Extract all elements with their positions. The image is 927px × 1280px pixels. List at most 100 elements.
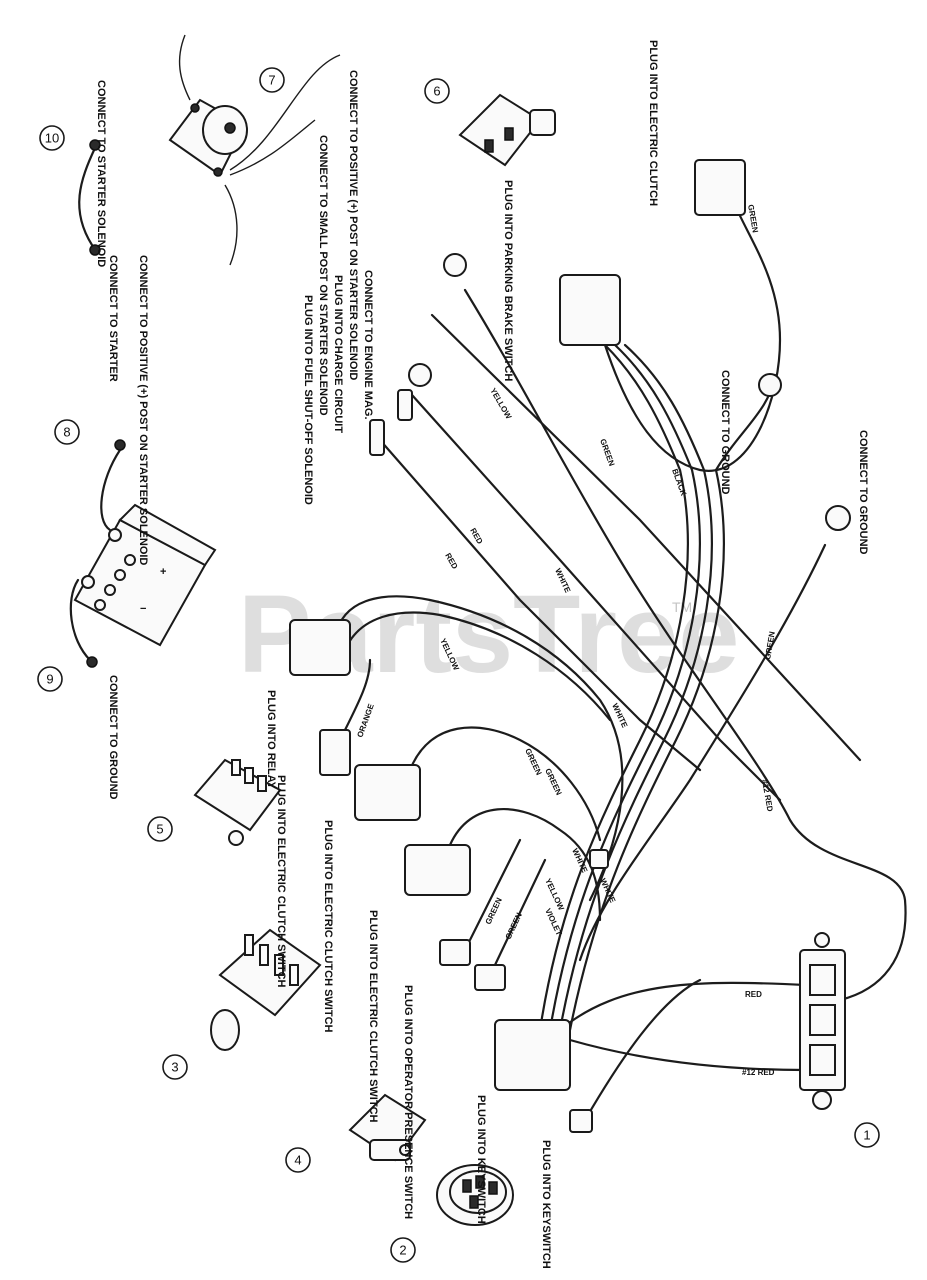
callout-2: 2	[399, 1243, 406, 1258]
battery: + −	[73, 503, 217, 647]
callout-10: 10	[45, 131, 59, 146]
label-plug-clutch-switch-1: PLUG INTO ELECTRIC CLUTCH SWITCH	[275, 775, 287, 988]
wire-yellow-top	[430, 313, 862, 762]
wire-label-red12-b: #12 RED	[742, 1068, 775, 1077]
wire-keyswitch-2	[583, 978, 702, 1122]
clutch-switch-connector-2	[404, 844, 471, 896]
wire-orange	[343, 658, 372, 732]
wire-red-engine	[410, 393, 782, 802]
label-battery-positive-post: CONNECT TO POSITIVE (+) POST ON STARTER …	[137, 255, 149, 565]
leader-positive-post	[229, 54, 341, 171]
terminal-8	[114, 439, 126, 451]
label-connect-to-ground-top: CONNECT TO GROUND	[719, 370, 731, 495]
battery-minus: −	[140, 603, 146, 615]
label-connect-to-starter: CONNECT TO STARTER	[107, 255, 119, 382]
ring-terminal-2	[408, 363, 432, 387]
label-electric-clutch-top: PLUG INTO ELECTRIC CLUTCH	[647, 40, 659, 206]
parking-brake-connector	[559, 274, 621, 346]
keyswitch-connector	[494, 1019, 571, 1091]
wire-loop-relay-2	[343, 611, 612, 722]
wire-label-green-6: GREEN	[746, 204, 760, 234]
wire-starter-10	[78, 146, 97, 247]
wire-label-orange: ORANGE	[355, 702, 376, 739]
terminal-10-bottom	[89, 244, 101, 256]
label-connect-engine-mag: CONNECT TO ENGINE MAG.	[362, 270, 374, 420]
label-keyswitch-1: PLUG INTO KEYSWITCH	[475, 1095, 487, 1224]
callout-3: 3	[171, 1060, 178, 1075]
label-connect-to-ground-right: CONNECT TO GROUND	[857, 430, 869, 555]
battery-plus: +	[160, 566, 166, 578]
wire-green-ground	[578, 543, 827, 962]
label-plug-relay: PLUG INTO RELAY	[265, 690, 277, 790]
wire-battery-9	[69, 578, 92, 662]
orange-connector	[319, 729, 351, 776]
wire-bundle-d	[568, 468, 725, 1032]
inline-connector	[589, 849, 609, 869]
leader-small-post	[229, 119, 316, 176]
wire-white-top	[463, 288, 907, 1002]
wire-bundle-a	[538, 343, 689, 1032]
op-presence-connector-2	[474, 964, 506, 991]
wire-green-op-1	[468, 838, 522, 942]
starter-solenoid	[168, 98, 248, 177]
pto-switch	[210, 928, 322, 1051]
voltage-regulator	[799, 932, 846, 1110]
wire-red12-regulator	[568, 1038, 807, 1072]
op-presence-connector-1	[439, 939, 471, 966]
keyswitch-connector-2	[569, 1109, 593, 1133]
label-connect-starter-solenoid: CONNECT TO STARTER SOLENOID	[95, 80, 107, 267]
label-operator-presence: PLUG INTO OPERATOR PRESENCE SWITCH	[402, 985, 414, 1219]
parking-brake-switch	[458, 93, 556, 167]
label-parking-brake: PLUG INTO PARKING BRAKE SWITCH	[502, 180, 514, 381]
ring-terminal-1	[443, 253, 467, 277]
label-connect-positive-post: CONNECT TO POSITIVE (+) POST ON STARTER …	[347, 70, 359, 380]
callouts: 1 2 3 4 5 6 7 8 9 10	[37, 67, 880, 1263]
label-plug-clutch-switch-2: PLUG INTO ELECTRIC CLUTCH SWITCH	[322, 820, 334, 1033]
wire-loop-clutch-1	[408, 726, 602, 842]
wire-label-green-4: GREEN	[484, 896, 504, 926]
terminal-9	[86, 656, 98, 668]
wire-label-red12-a: #12 RED	[760, 779, 775, 813]
label-connect-small-post: CONNECT TO SMALL POST ON STARTER SOLENOI…	[317, 135, 329, 416]
wire-label-white-3: WHITE	[570, 847, 589, 875]
wire-bundle-b	[548, 343, 701, 1032]
wire-battery-8	[100, 448, 122, 532]
clutch-connector-top	[694, 159, 746, 216]
callout-6: 6	[433, 84, 440, 99]
wire-label-yellow-3: YELLOW	[543, 877, 566, 912]
wire-red-fuel	[378, 438, 702, 772]
seat-switch	[348, 1093, 427, 1162]
wire-bundle-c	[558, 343, 713, 1032]
wire-label-red-3: RED	[745, 990, 762, 999]
callout-9: 9	[46, 672, 53, 687]
callout-7: 7	[268, 73, 275, 88]
wire-loop-relay	[333, 595, 624, 902]
terminal-10-top	[89, 139, 101, 151]
clutch-switch-connector-1	[354, 764, 421, 821]
relay-connector	[289, 619, 351, 676]
wire-red-regulator	[558, 981, 807, 1032]
wire-green-op-2	[493, 858, 547, 967]
ring-terminal-ground	[825, 505, 851, 531]
wire-label-black: BLACK	[670, 468, 688, 498]
bullet-terminal-2	[369, 419, 385, 456]
leader-solenoid-bottom	[224, 184, 238, 266]
bullet-terminal-1	[397, 389, 413, 421]
wire-label-green-5: GREEN	[504, 911, 524, 941]
ring-terminal-ground-top	[758, 373, 782, 397]
callout-8: 8	[63, 425, 70, 440]
label-plug-clutch-switch-3: PLUG INTO ELECTRIC CLUTCH SWITCH	[367, 910, 379, 1123]
callout-4: 4	[294, 1153, 301, 1168]
connectors	[86, 139, 851, 1133]
wire-label-green-1: GREEN	[598, 438, 616, 468]
wire-label-violet: VIOLET	[543, 907, 563, 937]
wire-loop-clutch-2	[448, 808, 602, 922]
label-shut-off-solenoid: PLUG INTO FUEL SHUT-OFF SOLENOID	[302, 295, 314, 505]
wire-label-red-2: RED	[443, 552, 459, 571]
label-keyswitch-2: PLUG INTO KEYSWITCH	[540, 1140, 552, 1269]
wire-harness	[69, 34, 907, 1122]
keyswitch	[436, 1164, 514, 1226]
wire-label-green-3: GREEN	[763, 631, 777, 661]
